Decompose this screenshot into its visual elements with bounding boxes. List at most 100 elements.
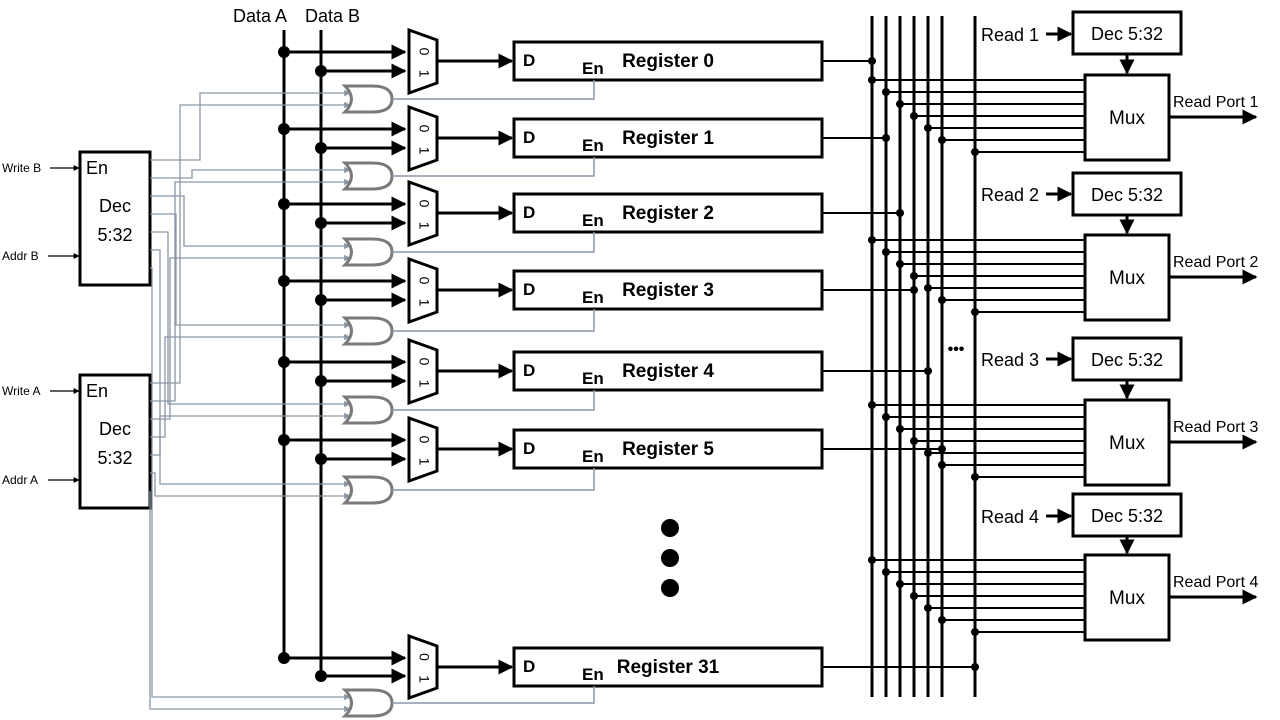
decoder-a-wire — [150, 333, 351, 438]
enable-wire — [392, 232, 595, 253]
or-gate — [341, 84, 394, 114]
junction-dot — [910, 437, 918, 445]
read-input-label: Read 3 — [981, 350, 1039, 370]
ellipsis-dot — [661, 519, 679, 537]
junction-dot — [971, 148, 979, 156]
register-label: Register 0 — [622, 51, 714, 72]
mux2-trapezoid — [407, 27, 439, 96]
data-b-label: Data B — [305, 6, 360, 26]
mux2-label: 1 — [416, 147, 432, 155]
junction-dot — [896, 209, 904, 217]
write-decoder-b-line1: Dec — [99, 196, 131, 216]
mux2-trapezoid — [407, 179, 439, 248]
read-decoder-label: Dec 5:32 — [1091, 350, 1163, 370]
read-mux — [1083, 553, 1171, 642]
decoder-b-wire — [150, 195, 351, 250]
or-gate — [341, 316, 394, 346]
junction-dot — [868, 236, 876, 244]
register-en-pin: En — [582, 211, 604, 230]
junction-dot — [924, 604, 932, 612]
write-decoder-b-line2: 5:32 — [97, 225, 132, 245]
or-gate — [341, 161, 394, 191]
mux2-label: 1 — [416, 675, 432, 683]
junction-dot — [938, 296, 946, 304]
decoder-b-wire — [150, 249, 351, 488]
decoder-b-wire — [150, 267, 351, 701]
register-en-pin: En — [582, 59, 604, 78]
write-decoder-a — [78, 373, 152, 510]
register-box — [512, 646, 824, 688]
decoder-b-wire — [150, 231, 351, 408]
junction-dot — [971, 308, 979, 316]
write-b-label: Write B — [2, 161, 41, 175]
read-input-label: Read 1 — [981, 25, 1039, 45]
write-decoder-b-en: En — [86, 158, 108, 178]
mux2-label: 1 — [416, 380, 432, 388]
control-wires — [149, 89, 351, 713]
decoder-a-wire — [150, 178, 351, 402]
junction-dot — [882, 413, 890, 421]
decoder-b-wire — [150, 213, 351, 329]
ellipsis-dot — [661, 579, 679, 597]
register-d-pin: D — [523, 280, 535, 299]
register-label: Register 2 — [622, 203, 714, 224]
read-mux-label: Mux — [1109, 433, 1145, 454]
register-d-pin: D — [523, 128, 535, 147]
register-d-pin: D — [523, 657, 535, 676]
read-mux-label: Mux — [1109, 268, 1145, 289]
junction-dot — [882, 568, 890, 576]
junction-dot — [938, 616, 946, 624]
bus-ellipsis: ••• — [948, 341, 965, 358]
register-label: Register 4 — [622, 361, 714, 382]
junction-dot — [882, 88, 890, 96]
or-gate — [341, 688, 394, 718]
read-decoder-label: Dec 5:32 — [1091, 24, 1163, 44]
read-mux-label: Mux — [1109, 588, 1145, 609]
junction-dot — [910, 286, 918, 294]
read-input-label: Read 2 — [981, 185, 1039, 205]
junction-dot — [882, 134, 890, 142]
junction-dot — [938, 461, 946, 469]
register-d-pin: D — [523, 51, 535, 70]
junction-dot — [971, 628, 979, 636]
junction-dot — [971, 473, 979, 481]
junction-dot — [924, 367, 932, 375]
read-mux — [1083, 398, 1171, 487]
read-port-label: Read Port 2 — [1173, 254, 1258, 271]
read-mux — [1083, 233, 1171, 322]
register-en-pin: En — [582, 447, 604, 466]
data-a-label: Data A — [233, 6, 287, 26]
junction-dot — [938, 445, 946, 453]
register-label: Register 31 — [617, 657, 720, 678]
enable-wire — [392, 309, 595, 332]
mux2-trapezoid — [407, 337, 439, 406]
read-input-label: Read 4 — [981, 507, 1039, 527]
register-en-pin: En — [582, 369, 604, 388]
or-gate — [341, 395, 394, 425]
junction-dot — [868, 401, 876, 409]
register-box — [512, 40, 824, 82]
mux2-label: 0 — [416, 200, 432, 208]
mux2-trapezoid — [407, 633, 439, 701]
write-decoder-a-line2: 5:32 — [97, 448, 132, 468]
addr-a-label: Addr A — [2, 473, 38, 487]
mux2-trapezoid — [407, 415, 439, 484]
junction-dot — [896, 260, 904, 268]
junction-dot — [868, 57, 876, 65]
register-en-pin: En — [582, 665, 604, 684]
enable-wire — [392, 468, 595, 491]
junction-dot — [971, 663, 979, 671]
junction-dot — [924, 449, 932, 457]
junction-dot — [882, 248, 890, 256]
read-port-label: Read Port 1 — [1173, 94, 1258, 111]
mux2-label: 1 — [416, 299, 432, 307]
register-label: Register 3 — [622, 280, 714, 301]
